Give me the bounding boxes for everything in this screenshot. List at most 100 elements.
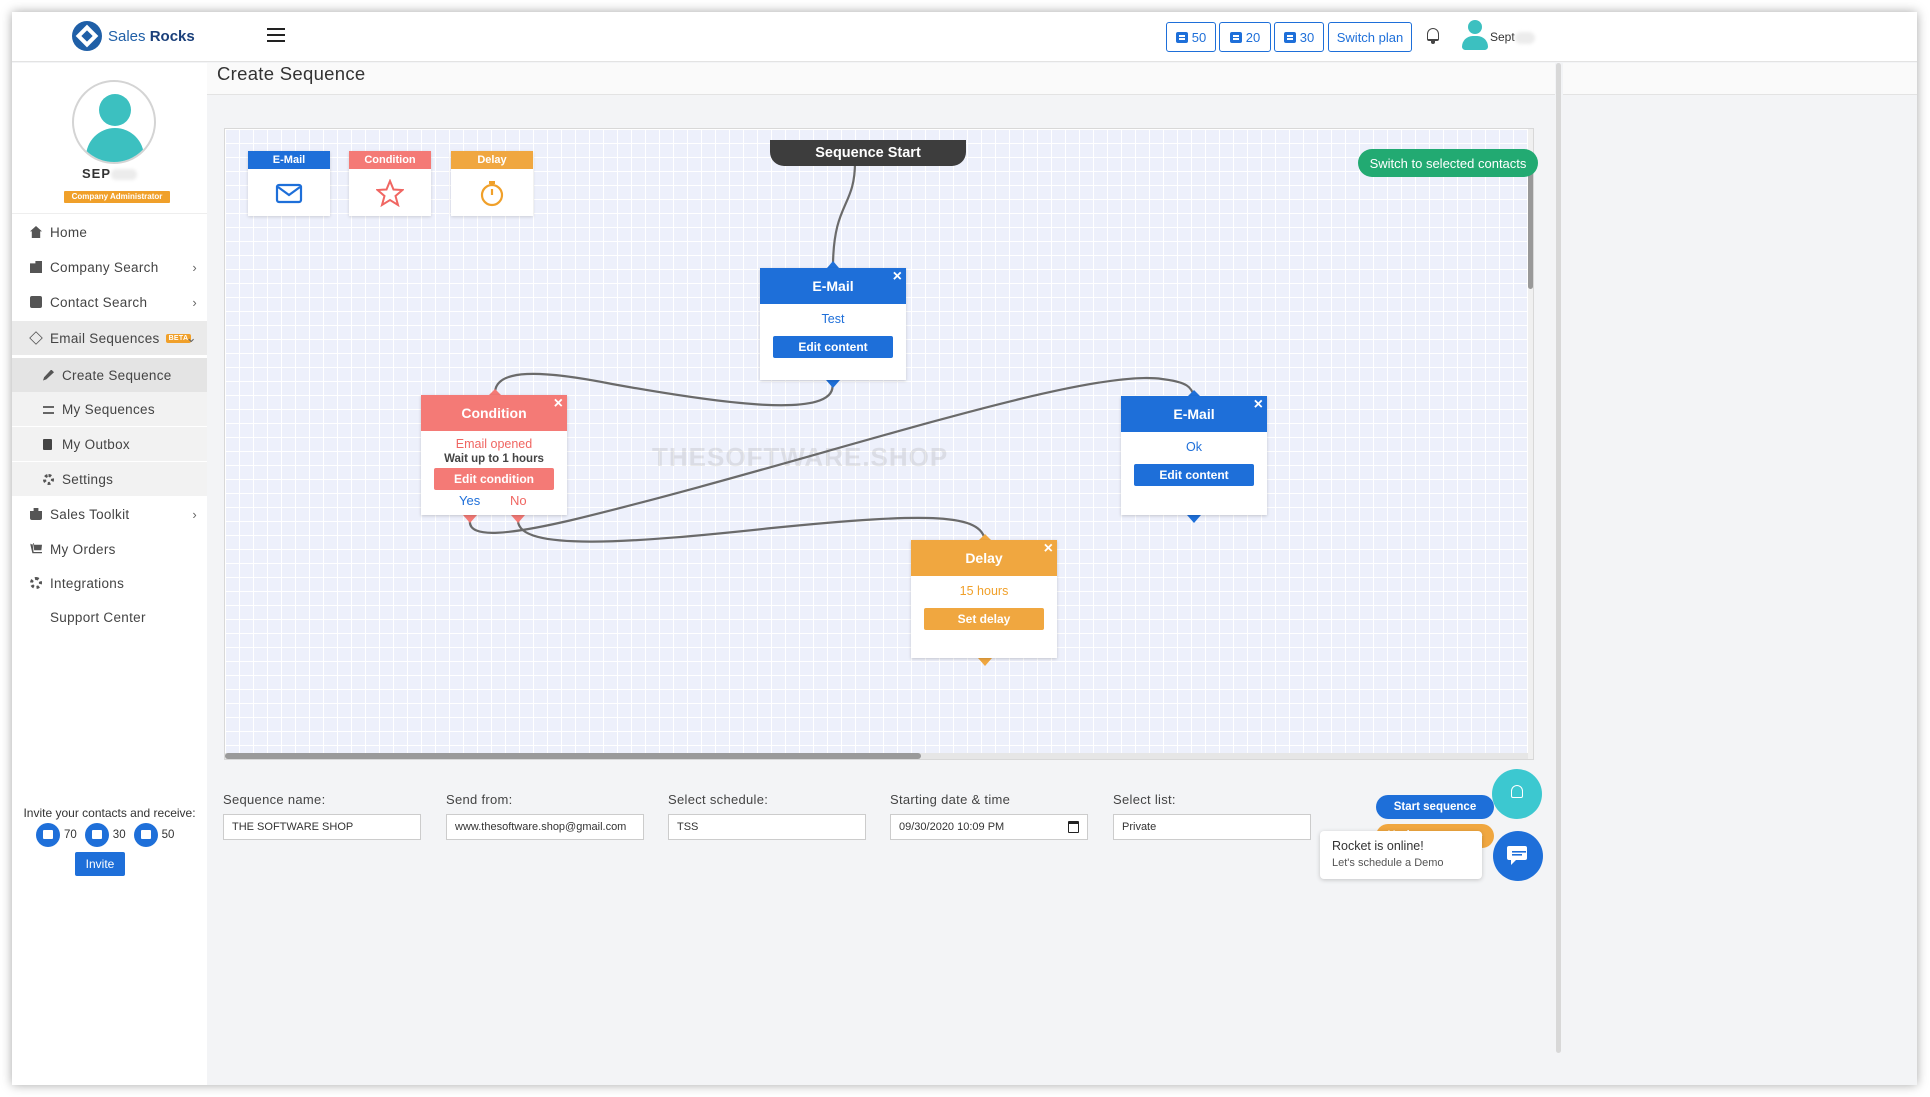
close-icon[interactable]: × (553, 395, 563, 412)
user-menu[interactable]: Sept (1490, 30, 1535, 44)
node-condition[interactable]: Condition × Email opened Wait up to 1 ho… (421, 395, 567, 515)
notification-fab[interactable] (1492, 769, 1542, 819)
home-icon (30, 226, 42, 238)
node-email-1[interactable]: E-Mail × Test Edit content (760, 268, 906, 380)
chat-greeting[interactable]: Rocket is online! Let's schedule a Demo (1320, 831, 1482, 879)
select-list-input[interactable]: Private (1113, 814, 1311, 840)
canvas-vertical-scrollbar[interactable] (1528, 129, 1533, 759)
sidebar-item-integrations[interactable]: Integrations (12, 566, 207, 600)
edit-content-button[interactable]: Edit content (1134, 464, 1254, 486)
node-detail: Wait up to 1 hours (444, 453, 544, 465)
node-title: E-Mail (1173, 406, 1215, 422)
palette-condition-label: Condition (349, 151, 431, 169)
close-icon[interactable]: × (1253, 396, 1263, 413)
chevron-right-icon: › (192, 294, 197, 310)
chat-fab[interactable] (1493, 831, 1543, 881)
chat-line-2: Let's schedule a Demo (1332, 857, 1444, 869)
condition-yes-label: Yes (459, 493, 481, 508)
pencil-icon (43, 369, 54, 381)
sidebar-item-sales-toolkit[interactable]: Sales Toolkit › (12, 497, 207, 531)
cart-icon (30, 543, 42, 554)
app-window: Sales Rocks 50 20 30 Switch plan Sept SE… (12, 12, 1917, 1085)
start-datetime-value: 09/30/2020 10:09 PM (899, 821, 1005, 833)
canvas-horizontal-scrollbar[interactable] (225, 753, 1533, 759)
palette-delay[interactable]: Delay (451, 151, 533, 216)
user-avatar[interactable] (1460, 18, 1490, 54)
star-icon (376, 179, 404, 207)
switch-plan-button[interactable]: Switch plan (1328, 22, 1412, 52)
edit-content-button[interactable]: Edit content (773, 336, 893, 358)
page-scrollbar-track[interactable] (1555, 63, 1563, 1085)
edit-condition-button[interactable]: Edit condition (434, 468, 554, 490)
beta-badge: BETA (165, 334, 192, 344)
sidebar-item-my-outbox[interactable]: My Outbox (12, 427, 207, 461)
start-datetime-input[interactable]: 09/30/2020 10:09 PM (890, 814, 1088, 840)
sidebar-item-my-sequences[interactable]: My Sequences (12, 392, 207, 426)
node-title: Delay (965, 550, 1003, 566)
contact-card-icon (84, 823, 109, 847)
sidebar-item-settings[interactable]: Settings (12, 462, 207, 496)
briefcase-icon (1283, 31, 1296, 43)
user-short-name: Sept (1490, 30, 1515, 44)
start-sequence-button[interactable]: Start sequence (1376, 795, 1494, 819)
menu-toggle-icon[interactable] (267, 28, 285, 42)
close-icon[interactable]: × (892, 268, 902, 285)
gear-icon (30, 577, 42, 589)
close-icon[interactable]: × (1043, 540, 1053, 557)
condition-no-label: No (510, 493, 527, 508)
sequence-name-label: Sequence name: (223, 792, 326, 807)
node-subtitle: Ok (1186, 440, 1202, 454)
palette-email-label: E-Mail (248, 151, 330, 169)
bell-icon[interactable] (1427, 28, 1439, 44)
brand-name-bold: Rocks (149, 27, 195, 45)
sidebar-item-my-orders[interactable]: My Orders (12, 532, 207, 566)
toolkit-credits-count: 30 (1299, 29, 1315, 45)
sidebar-item-support-center[interactable]: Support Center (50, 609, 146, 625)
top-bar: Sales Rocks 50 20 30 Switch plan Sept (12, 12, 1917, 62)
node-subtitle: 15 hours (959, 584, 1009, 598)
sidebar: SEP Company Administrator Home Company S… (12, 63, 207, 1085)
chevron-right-icon: › (192, 259, 197, 275)
page-scrollbar-thumb[interactable] (1556, 63, 1561, 1053)
diamond-icon (29, 331, 43, 345)
gear-icon (43, 473, 54, 485)
set-delay-button[interactable]: Set delay (924, 608, 1044, 630)
select-schedule-label: Select schedule: (668, 792, 769, 807)
select-list-label: Select list: (1113, 792, 1176, 807)
palette-condition[interactable]: Condition (349, 151, 431, 216)
sequence-start-node: Sequence Start (770, 140, 966, 166)
send-from-label: Send from: (446, 792, 513, 807)
contact-card-icon (30, 296, 42, 308)
sidebar-item-company-search[interactable]: Company Search › (12, 250, 207, 284)
building-icon (36, 823, 60, 847)
chat-icon (1507, 846, 1527, 865)
node-email-2[interactable]: E-Mail × Ok Edit content (1121, 396, 1267, 515)
sequence-name-input[interactable]: THE SOFTWARE SHOP (223, 814, 421, 840)
sidebar-item-create-sequence[interactable]: Create Sequence (12, 358, 207, 392)
send-from-input[interactable]: www.thesoftware.shop@gmail.com (446, 814, 644, 840)
briefcase-icon (133, 823, 158, 847)
invite-rewards: 70 30 50 (36, 823, 182, 847)
chevron-right-icon: › (192, 506, 197, 522)
stopwatch-icon (480, 181, 504, 207)
sidebar-item-home[interactable]: Home (12, 215, 207, 249)
brand-name-light: Sales (108, 27, 146, 45)
profile-avatar (72, 80, 156, 164)
toolkit-credits-button[interactable]: 30 (1274, 22, 1324, 52)
company-credits-button[interactable]: 50 (1166, 22, 1216, 52)
invite-button[interactable]: Invite (75, 852, 125, 876)
sidebar-item-contact-search[interactable]: Contact Search › (12, 285, 207, 319)
palette-delay-label: Delay (451, 151, 533, 169)
switch-contacts-button[interactable]: Switch to selected contacts (1358, 149, 1538, 177)
node-delay[interactable]: Delay × 15 hours Set delay (911, 540, 1057, 658)
brand-logo[interactable]: Sales Rocks (72, 21, 195, 51)
palette-email[interactable]: E-Mail (248, 151, 330, 216)
select-schedule-input[interactable]: TSS (668, 814, 866, 840)
logo-icon (72, 21, 102, 51)
node-subtitle: Email opened (455, 437, 533, 451)
book-icon (43, 438, 52, 450)
list-icon (43, 405, 54, 414)
calendar-icon[interactable] (1068, 821, 1079, 833)
contact-credits-button[interactable]: 20 (1219, 22, 1271, 52)
